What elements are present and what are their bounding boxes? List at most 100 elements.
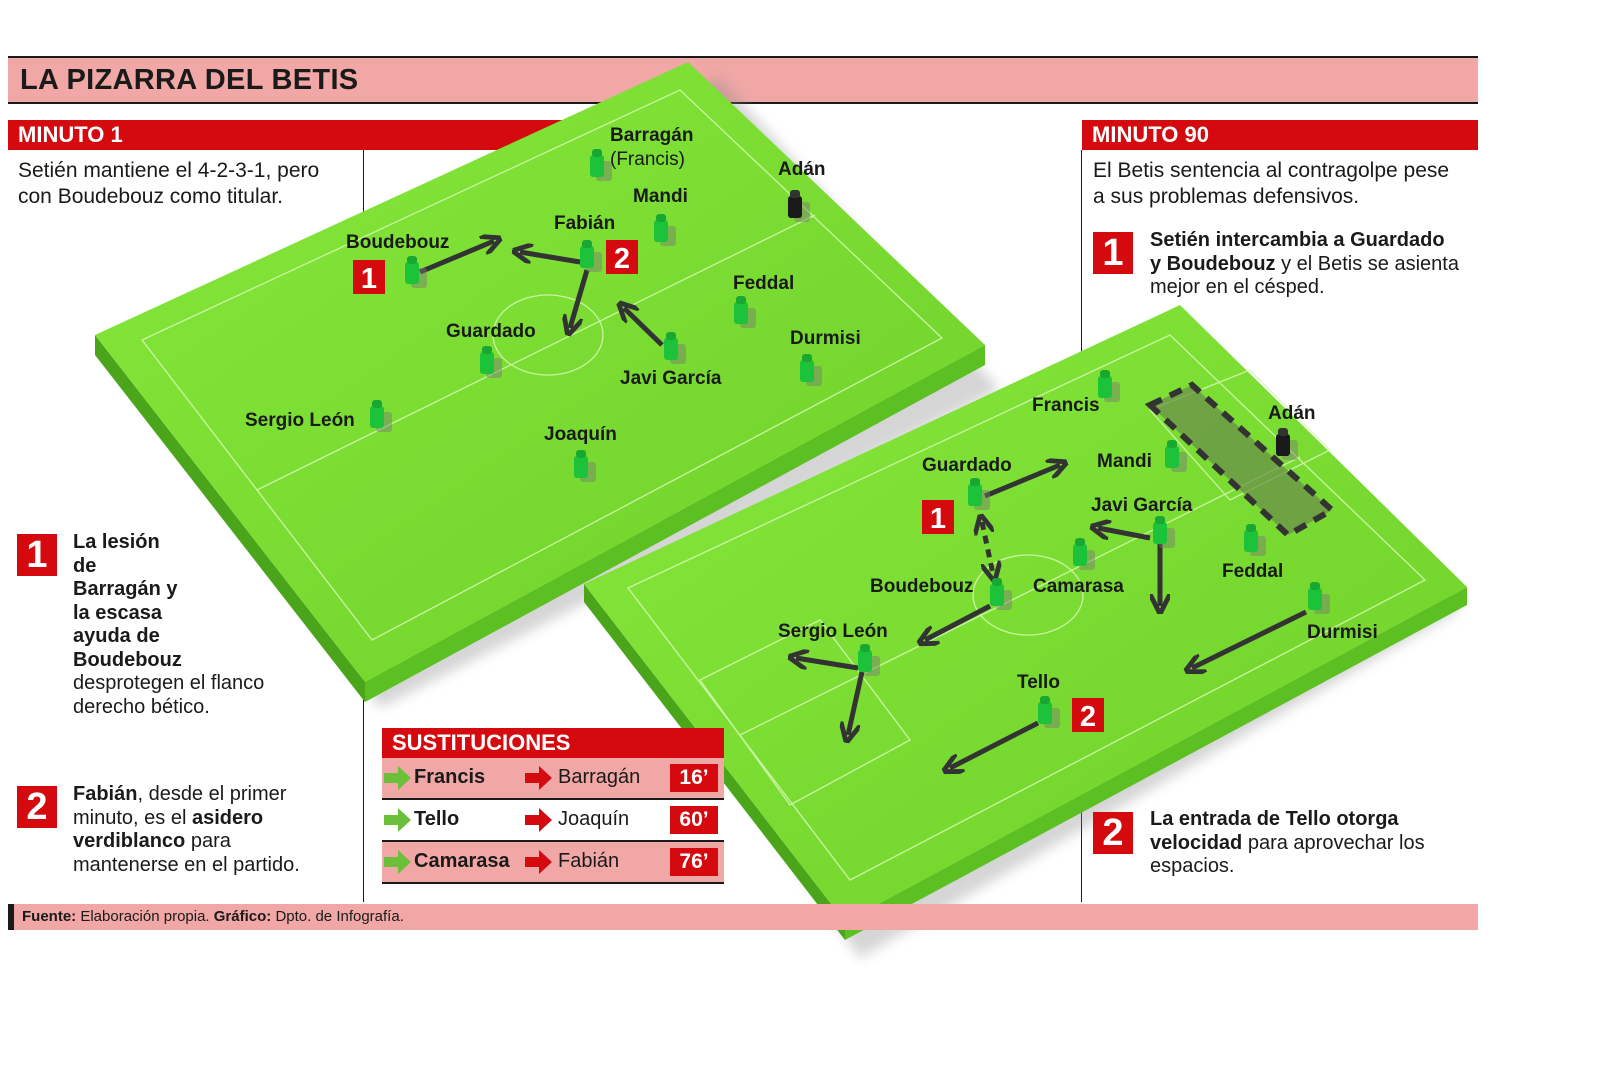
- defensive-gap-zone: [1150, 385, 1332, 535]
- label-durmisi: Durmisi: [1307, 622, 1378, 643]
- note-text: verdiblanco: [73, 830, 186, 852]
- label-javi-garcia: Javi García: [1091, 495, 1193, 516]
- note-text: La entrada de Tello otorga: [1150, 808, 1399, 830]
- label-fabian: Fabián: [554, 213, 615, 234]
- sub-minute: 60’: [670, 806, 718, 834]
- label-guardado: Guardado: [446, 321, 536, 342]
- player-token: [1098, 370, 1120, 402]
- label-guardado: Guardado: [922, 455, 1012, 476]
- table-row: Tello Joaquín 60’: [382, 800, 724, 842]
- label-francis: Francis: [1032, 395, 1100, 416]
- note-text: la escasa: [73, 601, 162, 624]
- player-token: [1244, 524, 1266, 556]
- marker-1: [922, 500, 954, 534]
- note1-number: 1: [17, 534, 57, 576]
- note-text: asidero: [191, 806, 264, 829]
- marker-1-label: 1: [930, 503, 946, 535]
- player-token: [405, 256, 427, 288]
- pitch2-markings: [626, 334, 1427, 881]
- note-text: para: [185, 830, 231, 852]
- minute1-intro-line: con Boudebouz como titular.: [18, 185, 284, 208]
- sub-in-arrow-icon: [384, 808, 411, 832]
- source-value: Elaboración propia.: [76, 908, 214, 925]
- title-bar: LA PIZARRA DEL BETIS: [8, 56, 1478, 104]
- player-token: [968, 478, 990, 510]
- pitch2-side-front: [845, 587, 1467, 940]
- player-token: [580, 240, 602, 272]
- marker-2-label: 2: [614, 243, 630, 275]
- substitutions-header: SUSTITUCIONES: [382, 728, 724, 758]
- player-token: [574, 450, 596, 482]
- note2-number: 2: [1093, 812, 1133, 854]
- label-boudebouz: Boudebouz: [870, 576, 973, 597]
- pitch2-labels: Francis Adán Guardado Mandi Javi García …: [778, 395, 1378, 693]
- note-text: Boudebouz: [73, 648, 182, 671]
- table-row: Francis Barragán 16’: [382, 758, 724, 800]
- label-feddal: Feddal: [1222, 561, 1283, 582]
- pitch1-side-front: [365, 345, 985, 702]
- note-text: mejor en el césped.: [1150, 276, 1325, 298]
- pitch1-players: [370, 149, 822, 482]
- source-label: Fuente:: [22, 908, 77, 925]
- sub-out-player: Barragán: [558, 766, 641, 788]
- note-text: La lesión: [73, 531, 160, 553]
- pitch1-markers: 1 2: [353, 240, 638, 295]
- note1-number: 1: [1093, 232, 1133, 274]
- note-text: velocidad: [1150, 831, 1243, 854]
- label-camarasa: Camarasa: [1033, 576, 1124, 597]
- note-text: Barragán y: [73, 578, 178, 600]
- minute1-intro-line: Setién mantiene el 4-2-3-1, pero: [18, 159, 320, 182]
- note-text: derecho bético.: [73, 695, 210, 718]
- note2-number: 2: [17, 786, 57, 828]
- table-row: Camarasa Fabián 76’: [382, 842, 724, 884]
- player-token: [1073, 538, 1095, 570]
- sub-out-player: Joaquín: [558, 808, 630, 830]
- label-mandi: Mandi: [633, 186, 688, 207]
- sub-out-arrow-icon: [525, 850, 552, 874]
- minute1-header: MINUTO 1: [8, 120, 598, 150]
- player-token: [858, 644, 880, 676]
- pitch2-markers: 1 2: [922, 500, 1104, 733]
- credit-label: Gráfico:: [213, 908, 272, 925]
- note-text: mantenerse en el partido.: [73, 853, 300, 876]
- label-boudebouz: Boudebouz: [346, 232, 449, 253]
- note-text: para aprovechar los: [1242, 831, 1425, 854]
- note-text: desprotegen el flanco: [73, 672, 265, 694]
- note-text: minuto, es el: [73, 806, 192, 829]
- player-token: [1308, 582, 1330, 614]
- note-text: espacios.: [1150, 855, 1235, 877]
- note-text: ayuda de: [73, 625, 160, 647]
- pitch2-arrows: [796, 465, 1308, 768]
- sub-minute: 76’: [670, 848, 718, 876]
- sub-in-arrow-icon: [384, 850, 411, 874]
- label-durmisi: Durmisi: [790, 328, 861, 349]
- player-token: [590, 149, 612, 181]
- pitch1-markings: [140, 89, 944, 641]
- label-feddal: Feddal: [733, 273, 794, 294]
- player-token: [734, 296, 756, 328]
- substitutions-table: SUSTITUCIONES Francis Barragán 16’ Tello…: [382, 728, 724, 884]
- marker-2: [606, 240, 638, 274]
- sub-in-arrow-icon: [384, 766, 411, 790]
- sub-out-arrow-icon: [525, 766, 552, 790]
- player-token: [800, 354, 822, 386]
- pitch1-arrows: [419, 241, 664, 347]
- sub-in-player: Francis: [414, 766, 486, 788]
- player-token: [990, 578, 1012, 610]
- note-text: y el Betis se asienta: [1275, 252, 1459, 275]
- source-bar: Fuente: Elaboración propia. Gráfico: Dpt…: [8, 904, 1478, 930]
- player-token: [1153, 516, 1175, 548]
- page-title: LA PIZARRA DEL BETIS: [20, 64, 359, 96]
- player-token: [1038, 696, 1060, 728]
- minute90-header: MINUTO 90: [1082, 120, 1478, 150]
- pitch1-side-left: [95, 335, 365, 702]
- minute90-intro: El Betis sentencia al contragolpe pese a…: [1093, 158, 1449, 210]
- minute90-note2: La entrada de Tello otorga velocidad par…: [1150, 808, 1480, 879]
- note-text: Fabián: [73, 783, 138, 805]
- player-token: [654, 214, 676, 246]
- sub-out-player: Fabián: [558, 850, 620, 872]
- label-sergio-leon: Sergio León: [245, 410, 355, 431]
- player-token: [1165, 440, 1187, 472]
- label-barragan-sub: (Francis): [610, 149, 685, 170]
- minute1-note1: La lesión de Barragán y la escasa ayuda …: [73, 531, 353, 719]
